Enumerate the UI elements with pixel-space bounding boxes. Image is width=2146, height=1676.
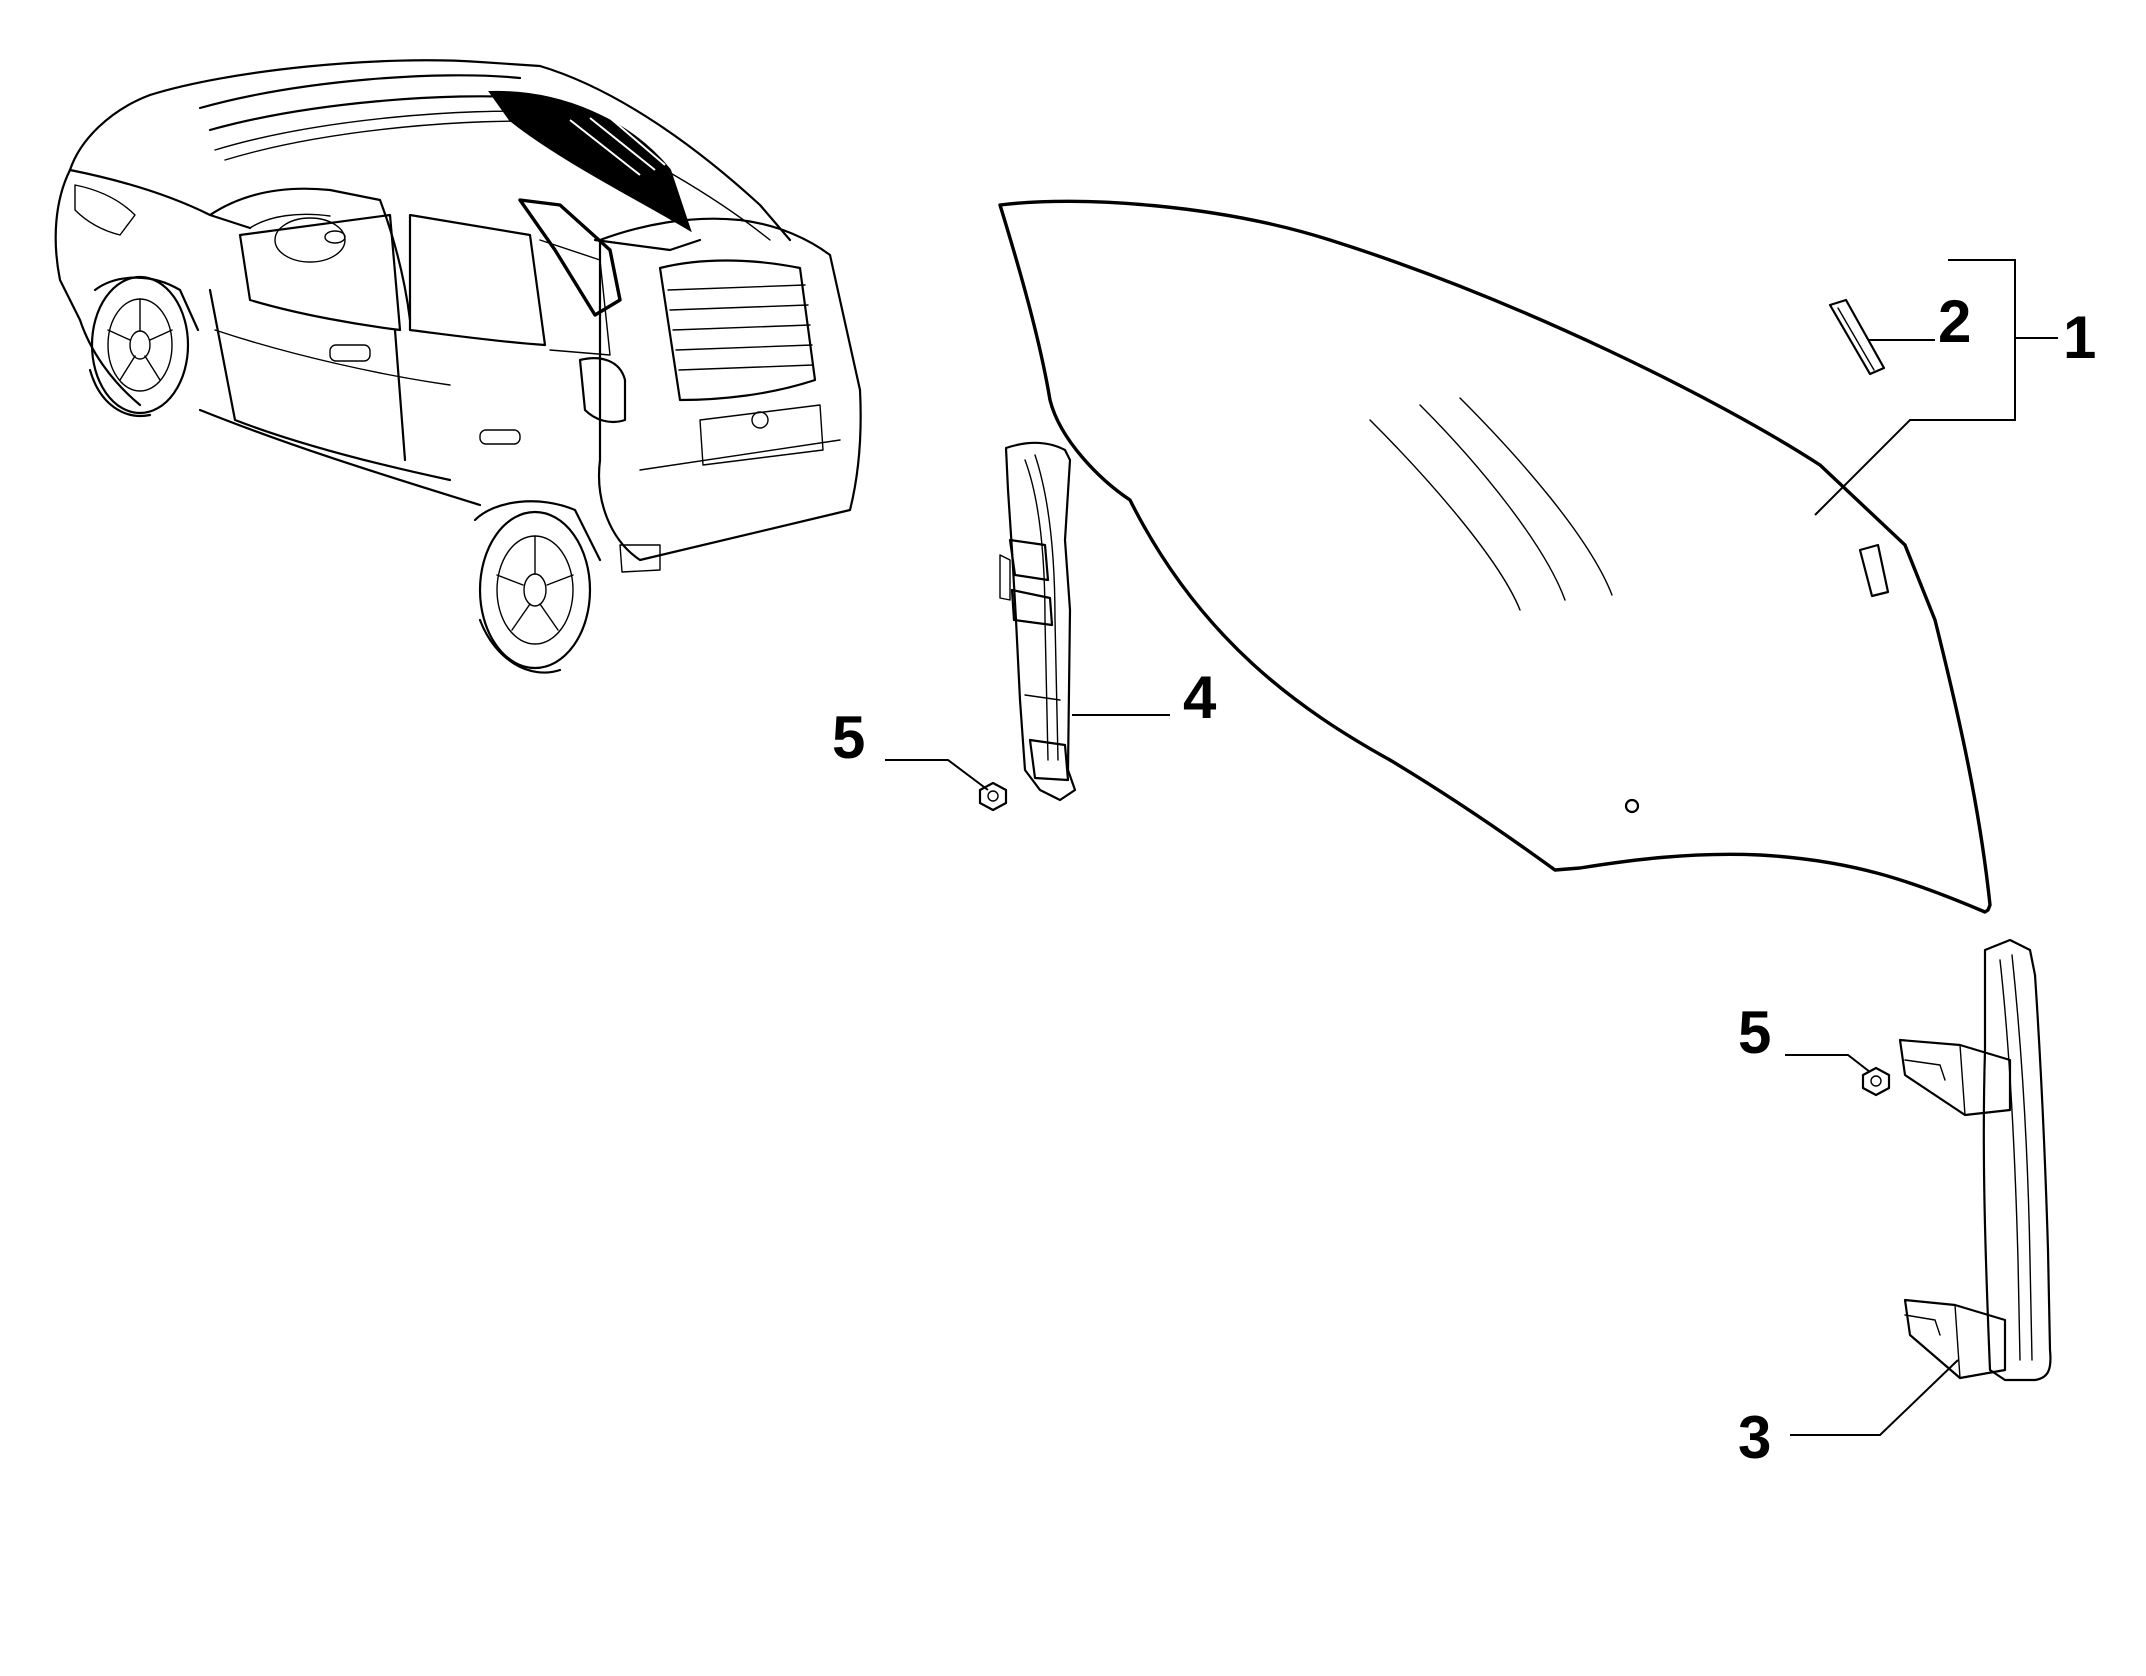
callout-5-left: 5 bbox=[832, 704, 865, 771]
door-glass bbox=[998, 199, 1992, 914]
front-guide-channel bbox=[999, 441, 1077, 802]
nut-right bbox=[1861, 1066, 1891, 1097]
callout-2: 2 bbox=[1938, 288, 1971, 355]
callout-4: 4 bbox=[1183, 664, 1217, 731]
callout-3: 3 bbox=[1738, 1404, 1771, 1471]
vehicle-thumbnail bbox=[54, 59, 862, 674]
rear-guide-channel bbox=[1898, 938, 2052, 1382]
callout-5-right: 5 bbox=[1738, 999, 1771, 1066]
nut-left bbox=[978, 781, 1008, 812]
leader-lines bbox=[885, 259, 2058, 1436]
thumbnail-highlighted-glass bbox=[488, 90, 692, 233]
callout-labels: 1 2 3 4 5 5 bbox=[832, 288, 2096, 1471]
callout-1: 1 bbox=[2063, 304, 2096, 371]
glass-clip bbox=[1828, 298, 1886, 376]
